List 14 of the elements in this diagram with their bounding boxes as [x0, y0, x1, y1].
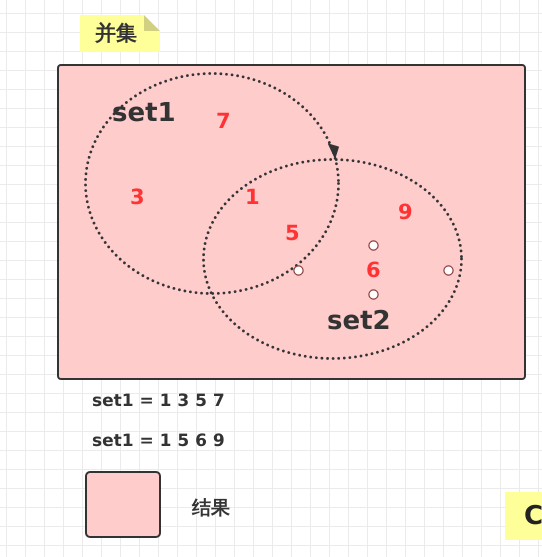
set-element: 3 [130, 187, 145, 208]
legend-label: 结果 [192, 499, 230, 518]
set-name: set1 [112, 100, 176, 126]
set-element: 5 [285, 223, 300, 244]
result-area [57, 64, 526, 380]
set-element: 1 [245, 187, 260, 208]
title-note: 并集 [80, 15, 160, 52]
set-name: set2 [327, 308, 391, 334]
set-definition: set1 = 1 3 5 7 [92, 393, 225, 410]
set-element: 9 [398, 202, 413, 223]
set-element: 7 [216, 111, 231, 132]
sticky-note: C [505, 492, 542, 540]
set-definition: set1 = 1 5 6 9 [92, 433, 225, 450]
set-element: 6 [366, 260, 381, 281]
